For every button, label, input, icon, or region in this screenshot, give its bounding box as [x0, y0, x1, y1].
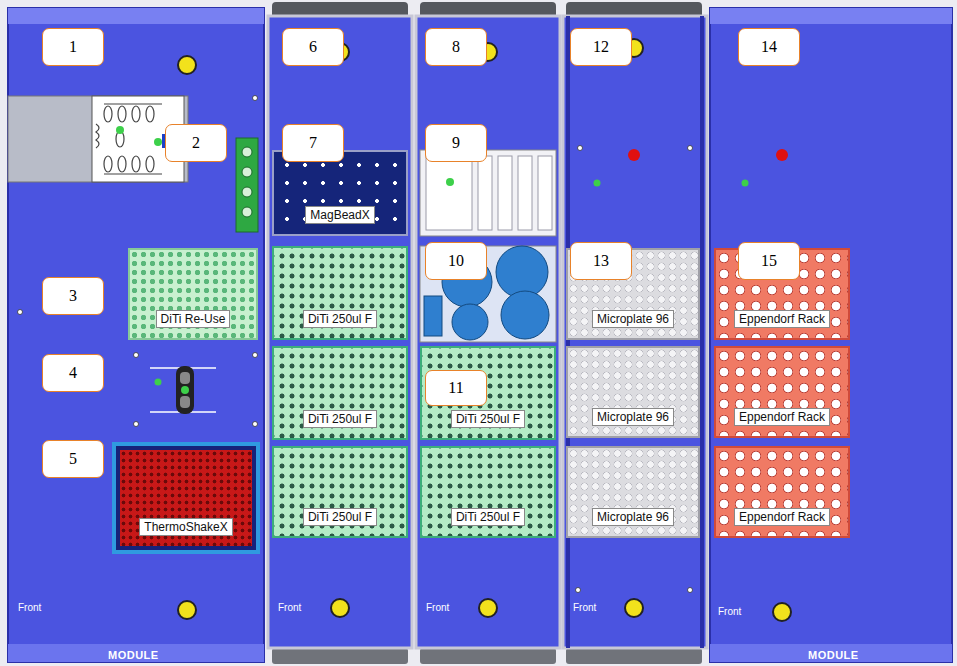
callout-number: 7 — [282, 124, 344, 162]
callout-label: 5 — [69, 450, 77, 468]
callout-label: 14 — [761, 38, 777, 56]
callout-label: 2 — [192, 134, 200, 152]
front-label: Front — [18, 602, 41, 613]
callout-label: 11 — [448, 379, 463, 397]
microplate: Microplate 96 — [566, 446, 700, 538]
labware-label: Eppendorf Rack — [734, 310, 830, 328]
eppendorf-rack: Eppendorf Rack — [714, 446, 850, 538]
thermoshaker: ThermoShakeX — [116, 446, 256, 550]
callout-label: 3 — [69, 287, 77, 305]
callout-label: 12 — [593, 38, 609, 56]
callout-number: 1 — [42, 28, 104, 66]
labware-label: DiTi 250ul F — [303, 410, 377, 428]
labware-label: DiTi 250ul F — [451, 508, 525, 526]
tip-rack: DiTi 250ul F — [272, 446, 408, 538]
callout-number: 4 — [42, 354, 104, 392]
magnetic-bead-separator: MagBeadX — [272, 150, 408, 236]
labware-label: DiTi 250ul F — [303, 310, 377, 328]
labware-label: Microplate 96 — [592, 408, 674, 426]
callout-label: 4 — [69, 364, 77, 382]
callout-label: 7 — [309, 134, 317, 152]
labware-label: Eppendorf Rack — [734, 408, 830, 426]
callout-number: 12 — [570, 28, 632, 66]
tip-rack: DiTi 250ul F — [272, 246, 408, 340]
module-label: MODULE — [808, 649, 859, 661]
front-label: Front — [426, 602, 449, 613]
callout-number: 14 — [738, 28, 800, 66]
callout-number: 10 — [425, 242, 487, 280]
callout-number: 13 — [570, 242, 632, 280]
callout-label: 1 — [69, 38, 77, 56]
callout-number: 11 — [425, 370, 487, 406]
callout-number: 6 — [282, 28, 344, 66]
callout-label: 10 — [448, 252, 464, 270]
labware-label: DiTi Re-Use — [156, 310, 231, 328]
eppendorf-rack: Eppendorf Rack — [714, 346, 850, 438]
callout-number: 5 — [42, 440, 104, 478]
tip-rack: DiTi 250ul F — [420, 446, 556, 538]
front-label: Front — [278, 602, 301, 613]
labware-label: ThermoShakeX — [139, 518, 232, 536]
callout-number: 8 — [425, 28, 487, 66]
front-label: Front — [718, 606, 741, 617]
callout-number: 15 — [738, 242, 800, 280]
labware-label: Eppendorf Rack — [734, 508, 830, 526]
callout-label: 6 — [309, 38, 317, 56]
callout-number: 2 — [165, 124, 227, 162]
tip-reuse-rack: DiTi Re-Use — [128, 248, 258, 340]
labware-label: Microplate 96 — [592, 508, 674, 526]
labware-label: DiTi 250ul F — [303, 508, 377, 526]
callout-number: 3 — [42, 277, 104, 315]
microplate: Microplate 96 — [566, 346, 700, 438]
labware-label: Microplate 96 — [592, 310, 674, 328]
callout-label: 15 — [761, 252, 777, 270]
front-label: Front — [573, 602, 596, 613]
module-label: MODULE — [108, 649, 159, 661]
callout-number: 9 — [425, 124, 487, 162]
labware-label: DiTi 250ul F — [451, 410, 525, 428]
callout-label: 8 — [452, 38, 460, 56]
labware-label: MagBeadX — [305, 206, 374, 224]
callout-label: 13 — [593, 252, 609, 270]
tip-rack: DiTi 250ul F — [272, 346, 408, 440]
callout-label: 9 — [452, 134, 460, 152]
